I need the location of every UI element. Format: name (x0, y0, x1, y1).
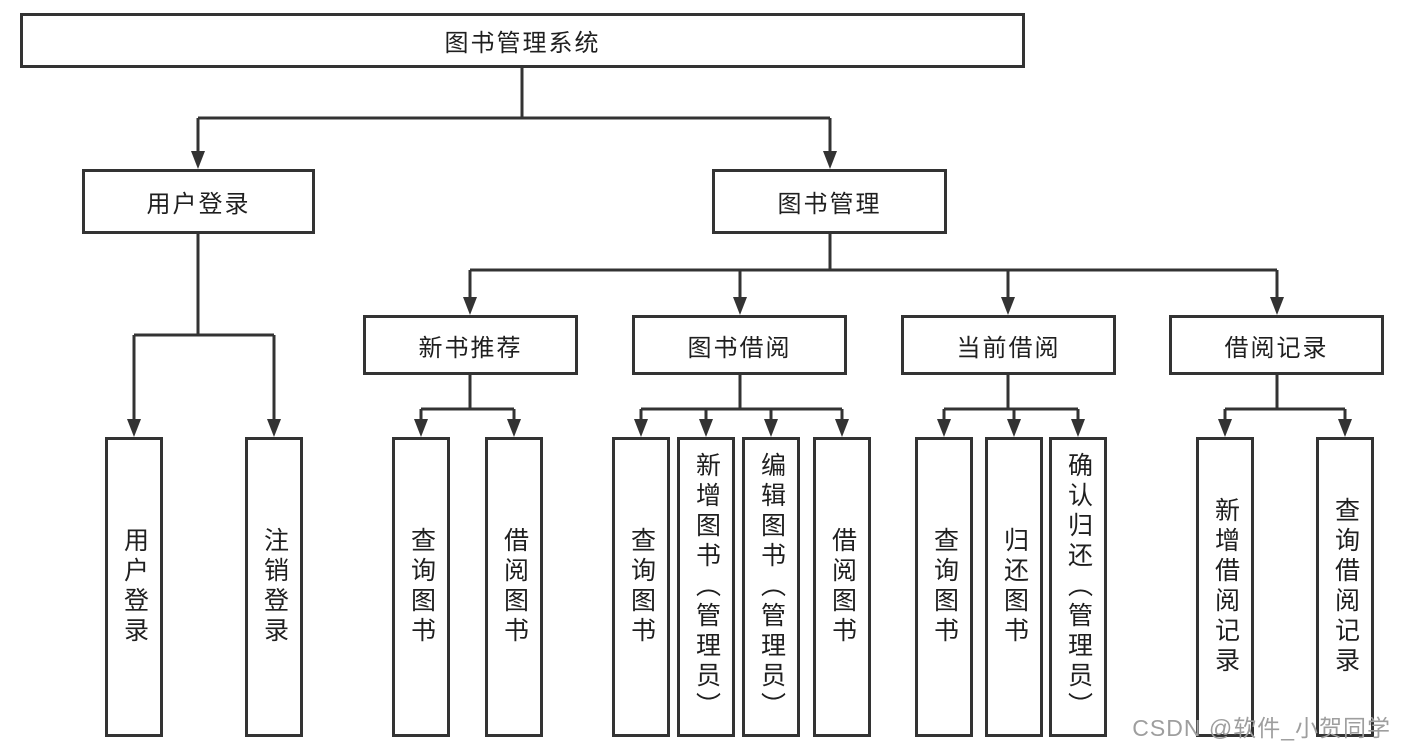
arrowheads (127, 151, 1352, 437)
node-label: 新书推荐 (418, 334, 523, 362)
node-current-borrowing: 当前借阅 (901, 315, 1116, 375)
node-label: 借阅图书 (500, 527, 529, 647)
node-label: 查询图书 (930, 527, 959, 647)
node-label: 确认归还（管理员） (1064, 452, 1093, 722)
node-label: 图书管理系统 (444, 30, 601, 57)
node-label: 编辑图书（管理员） (757, 452, 786, 722)
leaf-query-books-current: 查询图书 (915, 437, 973, 737)
node-label: 图书管理 (777, 191, 882, 218)
node-label: 用户登录 (120, 527, 149, 647)
node-label: 图书借阅 (687, 334, 792, 362)
node-label: 当前借阅 (956, 334, 1061, 362)
csdn-watermark: CSDN @软件_小贺同学 (1132, 715, 1391, 741)
leaf-add-books-admin: 新增图书（管理员） (677, 437, 735, 737)
leaf-query-borrow-record: 查询借阅记录 (1316, 437, 1374, 737)
node-label: 归还图书 (1000, 527, 1029, 647)
leaf-logout: 注销登录 (245, 437, 303, 737)
leaf-query-books-recommend: 查询图书 (392, 437, 450, 737)
node-label: 新增借阅记录 (1211, 497, 1240, 677)
node-label: 新增图书（管理员） (692, 452, 721, 722)
leaf-return-books: 归还图书 (985, 437, 1043, 737)
leaf-edit-books-admin: 编辑图书（管理员） (742, 437, 800, 737)
node-label: 用户登录 (146, 191, 251, 218)
node-book-borrowing: 图书借阅 (632, 315, 847, 375)
leaf-borrow-books-recommend: 借阅图书 (485, 437, 543, 737)
node-label: 注销登录 (260, 527, 289, 647)
node-book-management: 图书管理 (712, 169, 947, 234)
node-label: 查询图书 (627, 527, 656, 647)
leaf-add-borrow-record: 新增借阅记录 (1196, 437, 1254, 737)
node-borrowing-records: 借阅记录 (1169, 315, 1384, 375)
leaf-borrow-books: 借阅图书 (813, 437, 871, 737)
leaf-confirm-return-admin: 确认归还（管理员） (1049, 437, 1107, 737)
node-label: 查询借阅记录 (1331, 497, 1360, 677)
node-library-management-system: 图书管理系统 (20, 13, 1025, 68)
leaf-query-books-borrowing: 查询图书 (612, 437, 670, 737)
node-user-login: 用户登录 (82, 169, 315, 234)
node-label: 借阅记录 (1224, 334, 1329, 362)
leaf-user-login: 用户登录 (105, 437, 163, 737)
node-label: 借阅图书 (828, 527, 857, 647)
node-new-book-recommendation: 新书推荐 (363, 315, 578, 375)
node-label: 查询图书 (407, 527, 436, 647)
